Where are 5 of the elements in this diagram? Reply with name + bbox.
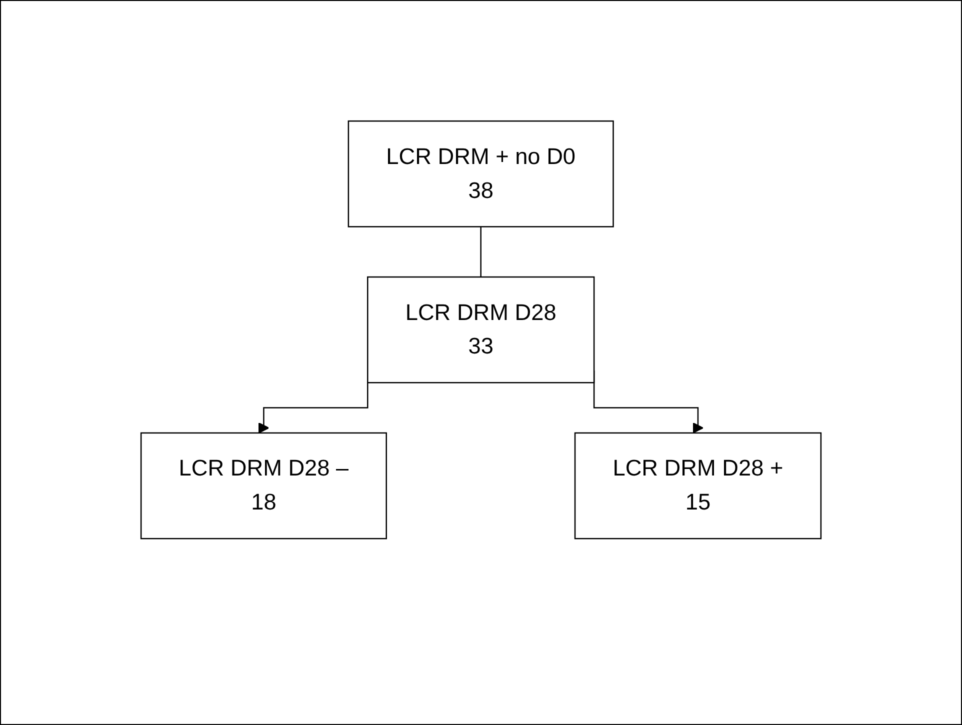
- connector: [480, 226, 482, 278]
- node-box: LCR DRM D28 33: [367, 276, 595, 384]
- node-box: LCR DRM D28 + 15: [574, 432, 822, 540]
- node-box: LCR DRM + no D0 38: [348, 120, 614, 228]
- node-box: LCR DRM D28 – 18: [140, 432, 387, 540]
